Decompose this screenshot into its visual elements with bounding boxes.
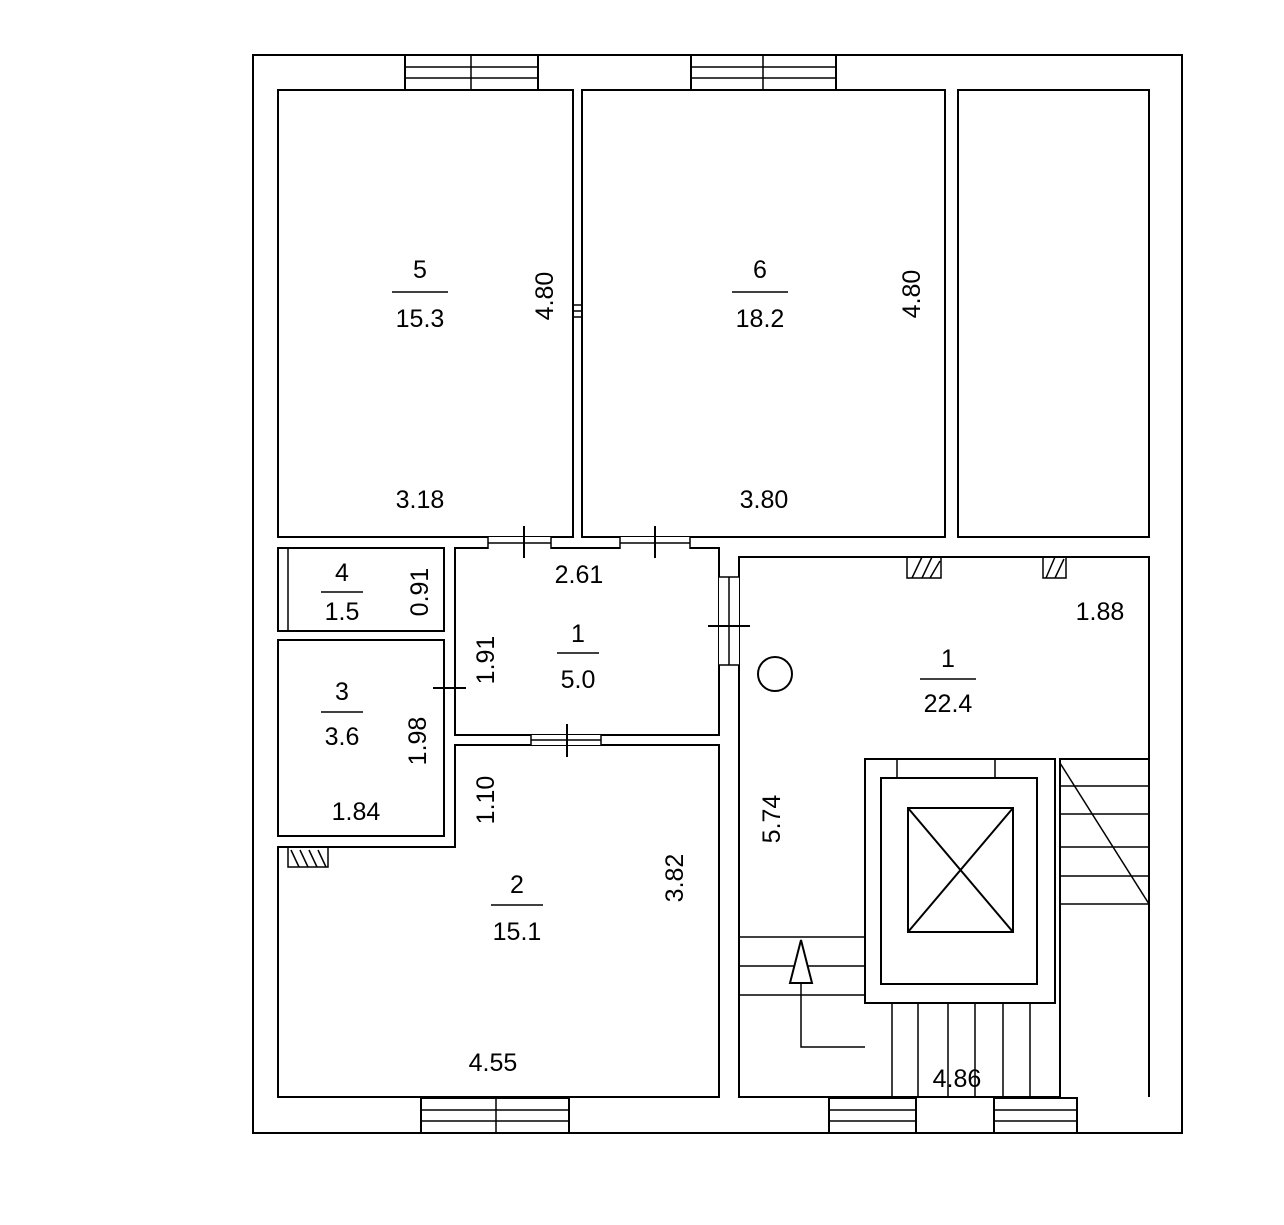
column-circle [757,656,793,692]
room-5-label: 5 15.3 [392,256,448,333]
room-5 [277,89,574,538]
room-area: 15.3 [396,305,445,333]
room-number: 3 [335,678,349,706]
room-number: 4 [335,559,349,587]
vent-shaft-2 [1042,556,1067,579]
room-number: 1 [571,620,585,648]
exterior-wall [252,54,1183,1134]
dim-room-1-small-width: 2.61 [555,561,604,589]
room-6-label: 6 18.2 [732,256,788,333]
dim-room-2-width: 4.55 [469,1049,518,1077]
room-right-unlabeled [957,89,1150,538]
door-room-6 [619,526,691,558]
room-1-small-label: 1 5.0 [557,620,599,694]
room-4-label: 4 1.5 [321,559,363,626]
dim-room-3-width: 1.84 [332,798,381,826]
room-number: 5 [413,256,427,284]
stair-direction-arrow [788,939,814,984]
dim-room-2-door-offset: 1.10 [472,776,500,825]
window-top-left [404,54,539,91]
window-bottom-left [420,1097,570,1134]
vent-shaft-1 [906,556,942,579]
window-bottom-middle [828,1097,917,1134]
dim-room-1-large-width: 1.88 [1076,598,1125,626]
room-3-label: 3 3.6 [321,678,363,751]
wall-mark-between-5-6 [573,304,582,318]
room-area: 3.6 [325,723,360,751]
room-area: 5.0 [561,666,596,694]
dim-room-4-height: 0.91 [406,568,434,617]
dim-stair-width: 4.86 [933,1065,982,1093]
stairs-right [1059,758,1150,1097]
dim-room-5-height: 4.80 [531,272,559,321]
stairs-bottom [891,1003,1031,1097]
room-area: 15.1 [493,918,542,946]
room-2-label: 2 15.1 [491,871,543,946]
door-room-2 [530,724,602,757]
room-number: 1 [941,645,955,673]
room-6 [581,89,946,538]
room-1-large-label: 1 22.4 [920,645,976,718]
dim-room-2-height: 3.82 [661,854,689,903]
window-top-middle [690,54,837,91]
elevator-shaft [864,758,1056,1004]
dim-room-3-height: 1.98 [404,717,432,766]
room-area: 18.2 [736,305,785,333]
room-number: 2 [510,871,524,899]
window-bottom-right [993,1097,1078,1134]
dim-room-6-width: 3.80 [740,486,789,514]
room-3 [277,639,445,837]
dim-room-1-small-height: 1.91 [472,636,500,685]
door-room-1-small-right [708,576,750,666]
room-number: 6 [753,256,767,284]
room-2 [277,744,720,1098]
vent-shaft-3 [287,846,329,868]
room-area: 22.4 [924,690,973,718]
dim-room-1-large-height: 5.74 [758,795,786,844]
door-room-5 [487,526,552,558]
stairs-left [739,936,865,1048]
dim-room-6-height: 4.80 [898,270,926,319]
room-4 [277,547,445,632]
dim-room-5-width: 3.18 [396,486,445,514]
room-area: 1.5 [325,598,360,626]
